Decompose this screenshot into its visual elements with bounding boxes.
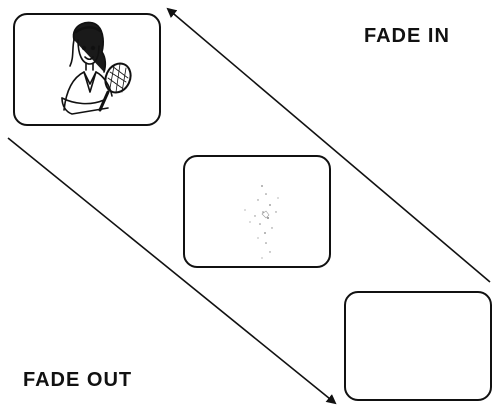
- frame-empty: [345, 292, 491, 400]
- fade-in-label: FADE IN: [364, 25, 450, 48]
- frame-faded-image: [184, 156, 330, 267]
- fade-out-label: FADE OUT: [23, 369, 132, 392]
- frame-full-image: [14, 14, 160, 125]
